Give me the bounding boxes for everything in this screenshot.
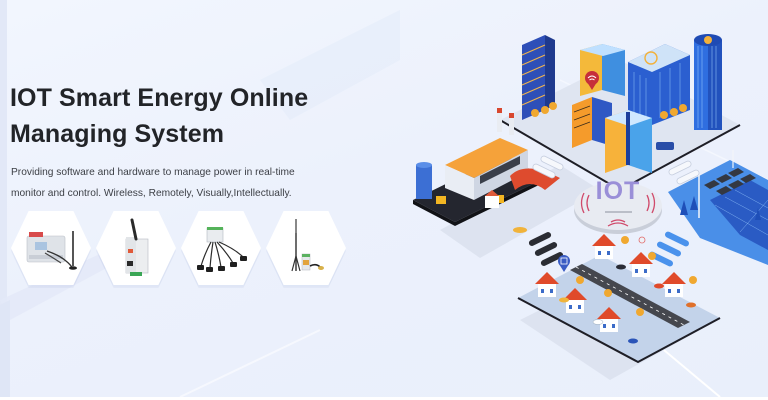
mast-antenna-meter-icon <box>291 219 324 272</box>
residential-zone <box>517 234 721 364</box>
gateway-module-icon <box>125 218 149 276</box>
page-subtitle: Providing software and hardware to manag… <box>11 162 351 204</box>
connector-pads <box>528 155 700 267</box>
title-line-1: IOT Smart Energy Online <box>10 84 309 112</box>
factory-zone <box>413 138 560 233</box>
title-line-2: Managing System <box>10 120 225 148</box>
product-card-mast-meter[interactable] <box>266 211 346 285</box>
energy-meter-icon <box>26 231 77 270</box>
subtitle-line-1: Providing software and hardware to manag… <box>11 167 295 178</box>
solar-wind-zone <box>668 150 768 265</box>
smart-city-illustration <box>413 34 768 380</box>
left-edge-strip <box>0 0 7 397</box>
iot-hub-label: IOT <box>595 177 641 205</box>
product-card-multichannel-meter[interactable] <box>181 211 261 285</box>
iot-hub <box>574 182 662 234</box>
page-title: IOT Smart Energy Online Managing System <box>10 80 370 152</box>
product-card-energy-meter[interactable] <box>11 211 91 285</box>
subtitle-line-2: monitor and control. Wireless, Remotely,… <box>11 188 292 199</box>
multichannel-meter-icon <box>197 227 247 272</box>
product-card-gateway-module[interactable] <box>96 211 176 285</box>
